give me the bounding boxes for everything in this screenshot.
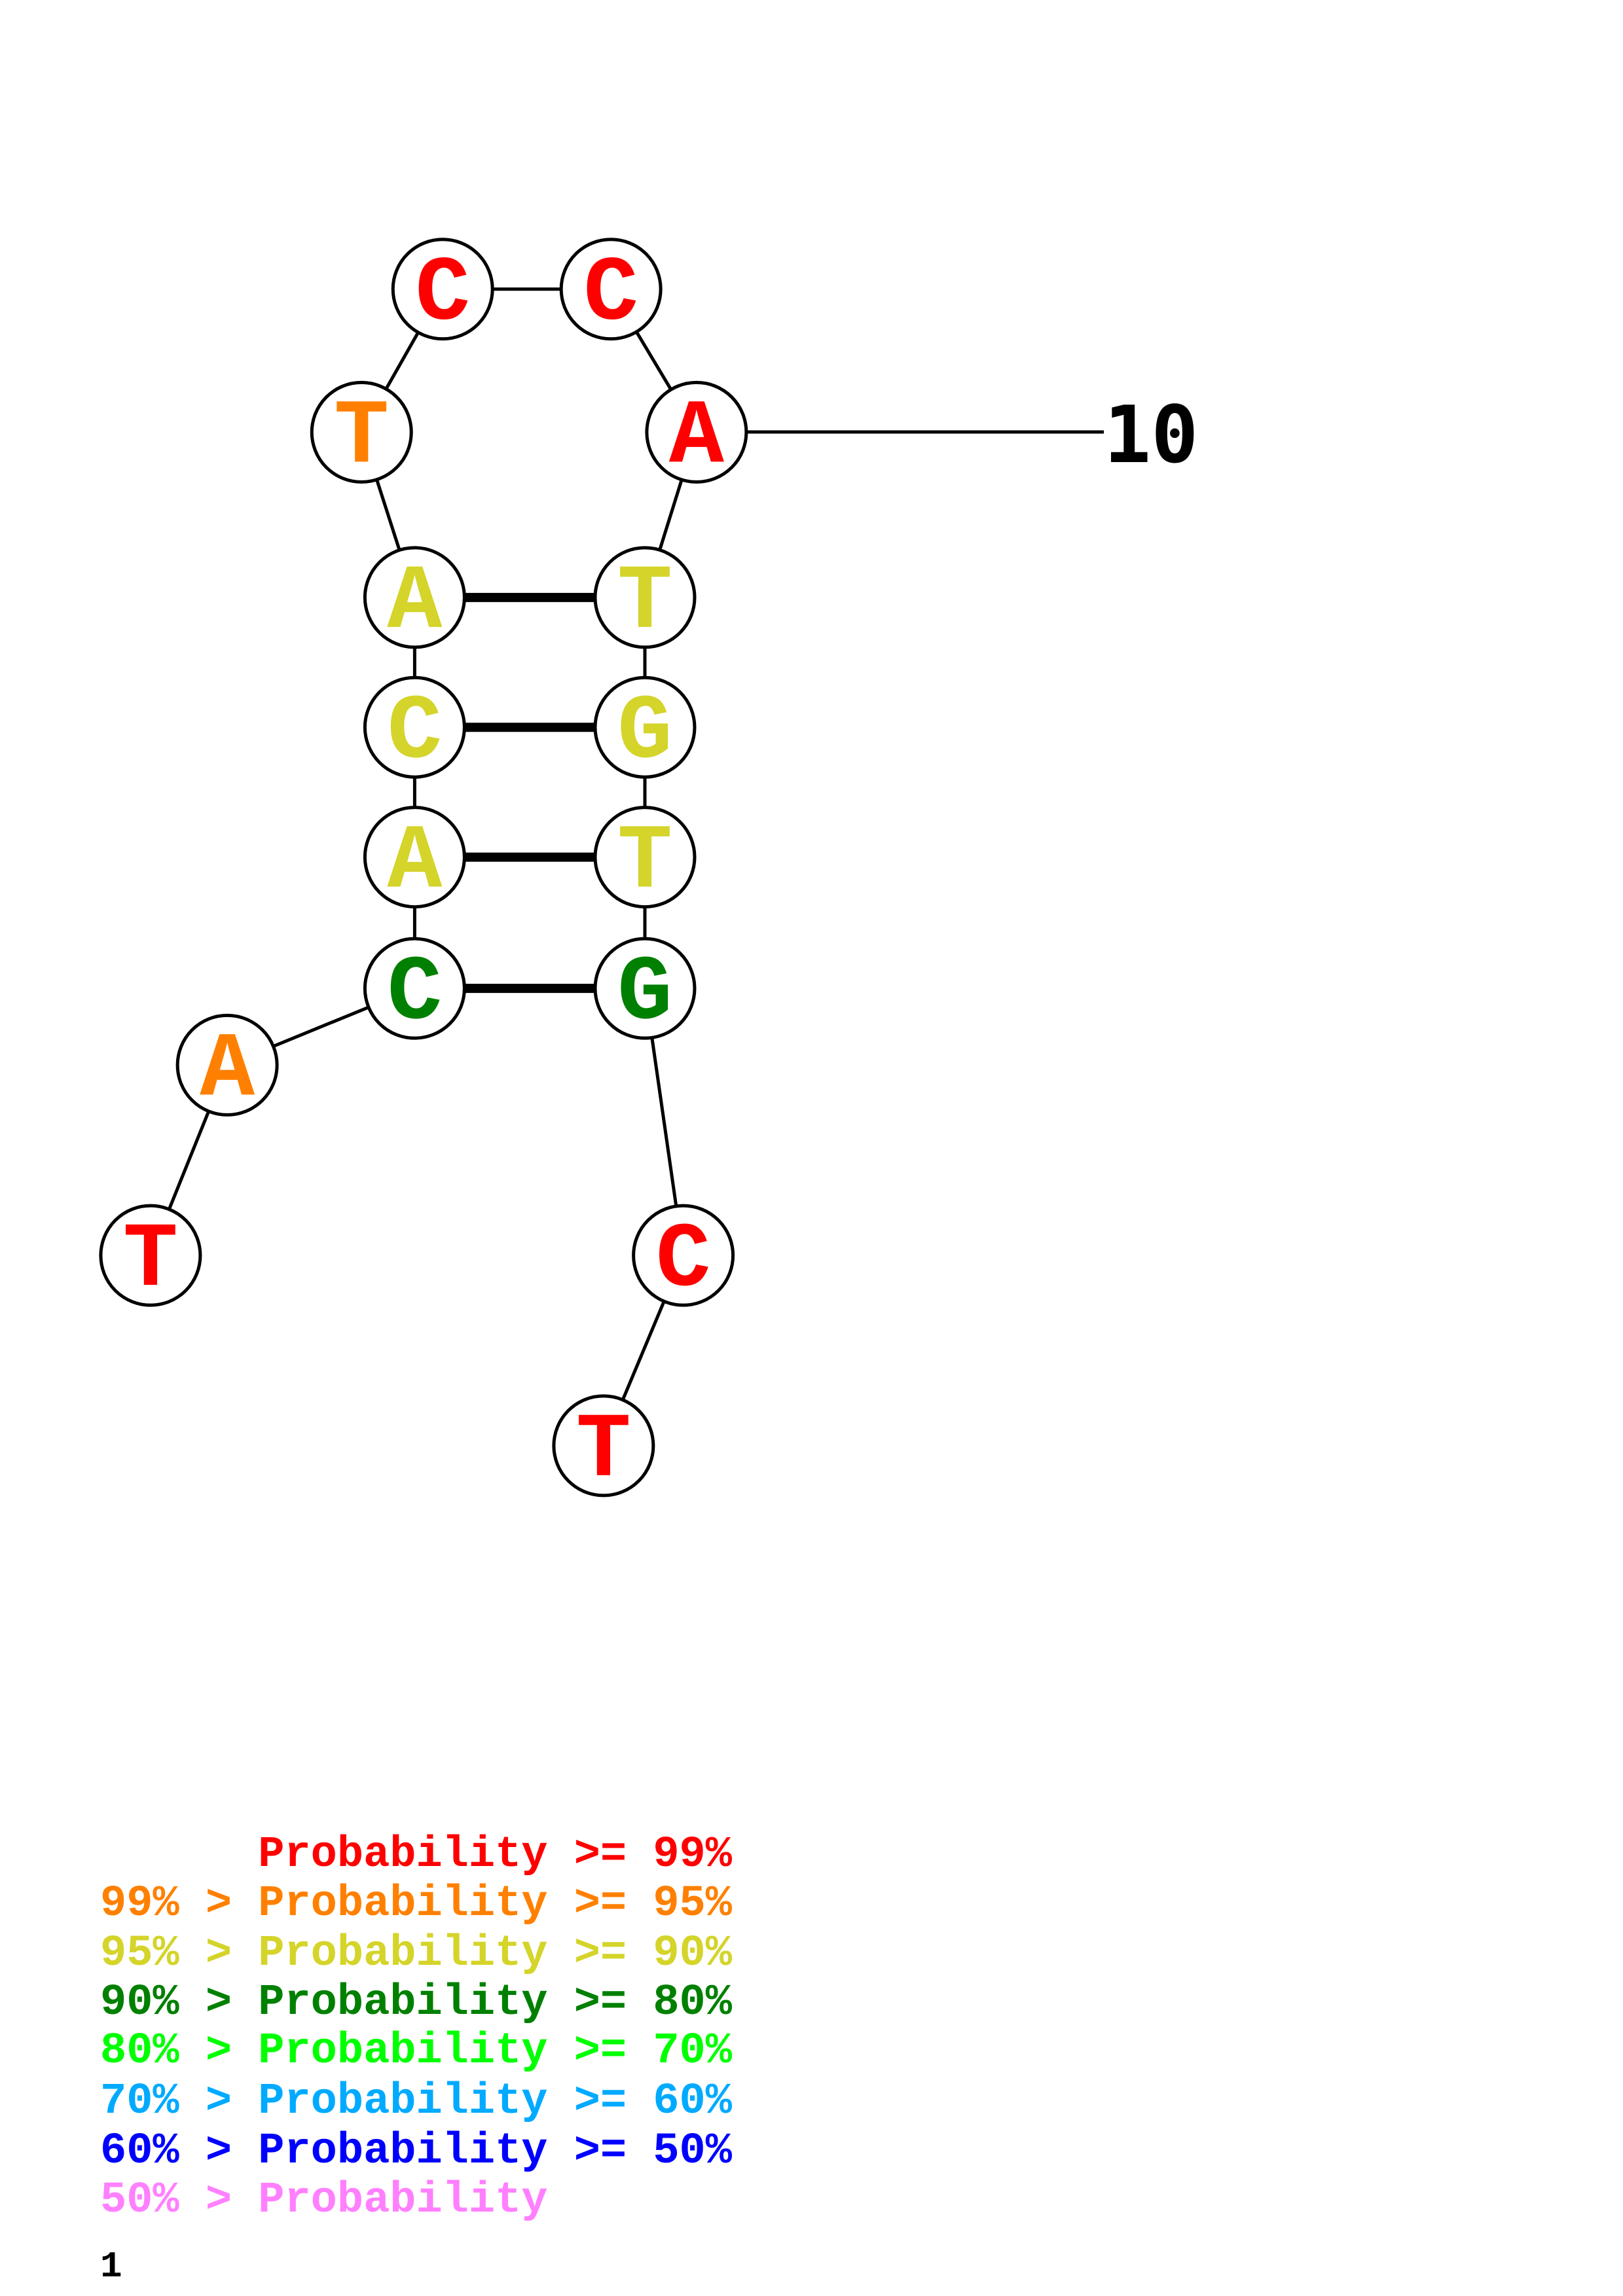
nucleotide-node: T bbox=[593, 546, 697, 655]
legend-entry: Probability >= 99% bbox=[100, 1830, 733, 1880]
nucleotide-letter: C bbox=[415, 243, 470, 347]
nucleotide-circle bbox=[175, 1013, 279, 1117]
legend-entry: 95% > Probability >= 90% bbox=[100, 1929, 733, 1979]
base-pair-bonds bbox=[414, 592, 645, 994]
nucleotide-circle bbox=[593, 675, 697, 779]
nucleotide-circle bbox=[363, 806, 466, 909]
nucleotide-circle bbox=[363, 937, 466, 1040]
legend-entry: 99% > Probability >= 95% bbox=[100, 1879, 733, 1929]
nucleotide-circle bbox=[363, 546, 466, 649]
nucleotide-circle bbox=[99, 1204, 202, 1307]
nucleotide-node: C bbox=[632, 1204, 735, 1313]
position-10-label: 10 bbox=[1104, 390, 1199, 481]
nucleotide-letter: G bbox=[617, 681, 672, 785]
nucleotide-letter: C bbox=[656, 1209, 711, 1313]
nucleotide-letter: A bbox=[387, 551, 443, 655]
nucleotide-node: A bbox=[645, 380, 748, 490]
nucleotide-letter: C bbox=[583, 243, 638, 347]
legend-entry: 60% > Probability >= 50% bbox=[100, 2126, 733, 2176]
legend-entry: 70% > Probability >= 60% bbox=[100, 2077, 733, 2126]
nucleotide-circle bbox=[310, 380, 413, 484]
nucleotide-letter: T bbox=[576, 1399, 631, 1503]
nucleotide-node: G bbox=[593, 937, 697, 1046]
nucleotide-letter: C bbox=[387, 942, 442, 1046]
nucleotide-node: T bbox=[552, 1394, 655, 1503]
nucleotide-circle bbox=[552, 1394, 655, 1498]
nucleotide-letter: C bbox=[387, 681, 442, 785]
probability-legend: Probability >= 99%99% > Probability >= 9… bbox=[100, 1830, 733, 2225]
legend-entry: 80% > Probability >= 70% bbox=[100, 2026, 733, 2076]
nucleotide-node: T bbox=[593, 806, 697, 915]
nucleotide-circle bbox=[363, 675, 466, 779]
nucleotide-node: C bbox=[559, 238, 663, 347]
legend-entry: 90% > Probability >= 80% bbox=[100, 1978, 733, 2028]
nucleotide-letter: T bbox=[617, 551, 672, 655]
nucleotide-circle bbox=[559, 238, 663, 341]
nucleotide-letter: T bbox=[123, 1209, 178, 1313]
nucleotide-circle bbox=[632, 1204, 735, 1307]
nucleotide-node: G bbox=[593, 675, 697, 785]
nucleotide-node: T bbox=[99, 1204, 202, 1313]
nucleotide-letter: T bbox=[617, 811, 672, 915]
nucleotide-node: C bbox=[391, 238, 494, 347]
nucleotide-circle bbox=[593, 806, 697, 909]
nucleotide-node: A bbox=[175, 1013, 279, 1122]
nucleotide-node: C bbox=[363, 937, 466, 1046]
nucleotide-node: A bbox=[363, 546, 466, 655]
legend-entry: 50% > Probability bbox=[100, 2176, 548, 2225]
nucleotide-letter: A bbox=[669, 386, 725, 490]
nucleotide-circle bbox=[645, 380, 748, 484]
nucleotide-circle bbox=[391, 238, 494, 341]
nucleotide-letter: G bbox=[617, 942, 672, 1046]
nucleotide-circle bbox=[593, 937, 697, 1040]
nucleotide-circle bbox=[593, 546, 697, 649]
start-position-label: 1 bbox=[100, 2246, 122, 2287]
nucleotide-letter: A bbox=[387, 811, 443, 915]
nucleotide-node: C bbox=[363, 675, 466, 785]
nucleotide-node: T bbox=[310, 380, 413, 490]
nucleotide-letter: T bbox=[334, 386, 389, 490]
nucleotide-node: A bbox=[363, 806, 466, 915]
nucleotide-letter: A bbox=[200, 1018, 255, 1122]
